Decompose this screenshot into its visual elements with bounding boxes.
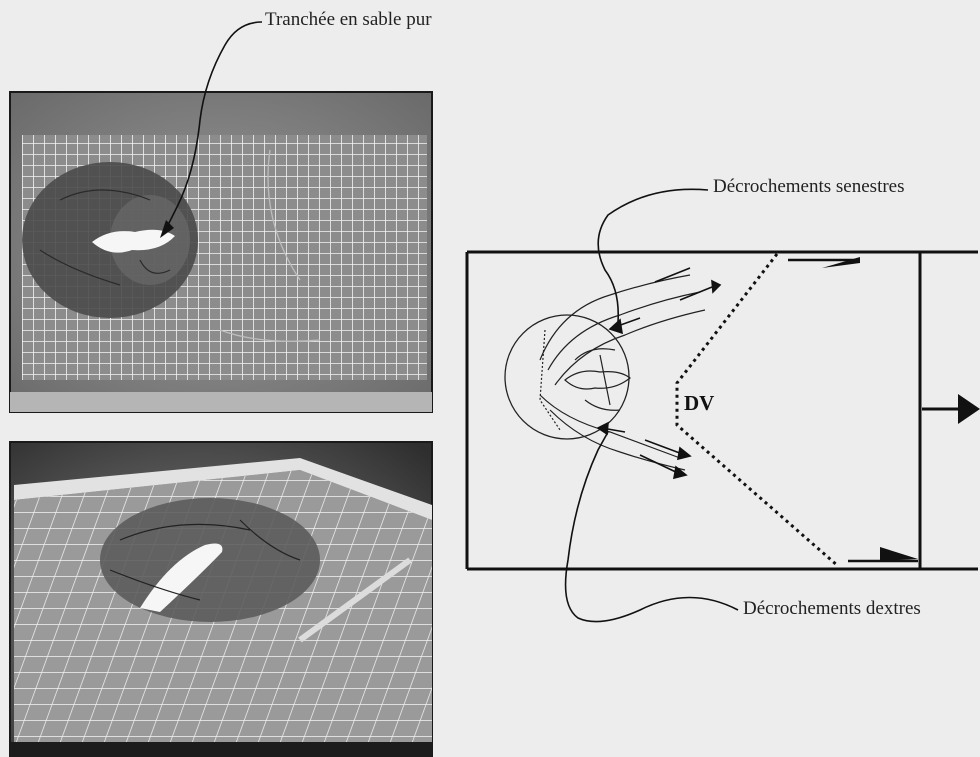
- dv-label: DV: [684, 391, 714, 416]
- sinistral-leader-line: [598, 189, 708, 322]
- right-arrow-icon: [922, 394, 980, 424]
- sand-dome-outline: [505, 315, 629, 439]
- sinistral-faults-label: Décrochements senestres: [713, 176, 905, 198]
- dextral-faults-label: Décrochements dextres: [743, 598, 921, 620]
- photo-oblique-view: [10, 442, 432, 757]
- schematic-diagram: [467, 189, 980, 621]
- half-arrow-icon: [788, 257, 860, 268]
- photo-top-view: [10, 92, 432, 412]
- half-arrow-icon: [848, 547, 918, 561]
- fault-sketch: [540, 275, 705, 470]
- trench-label: Tranchée en sable pur: [265, 9, 432, 31]
